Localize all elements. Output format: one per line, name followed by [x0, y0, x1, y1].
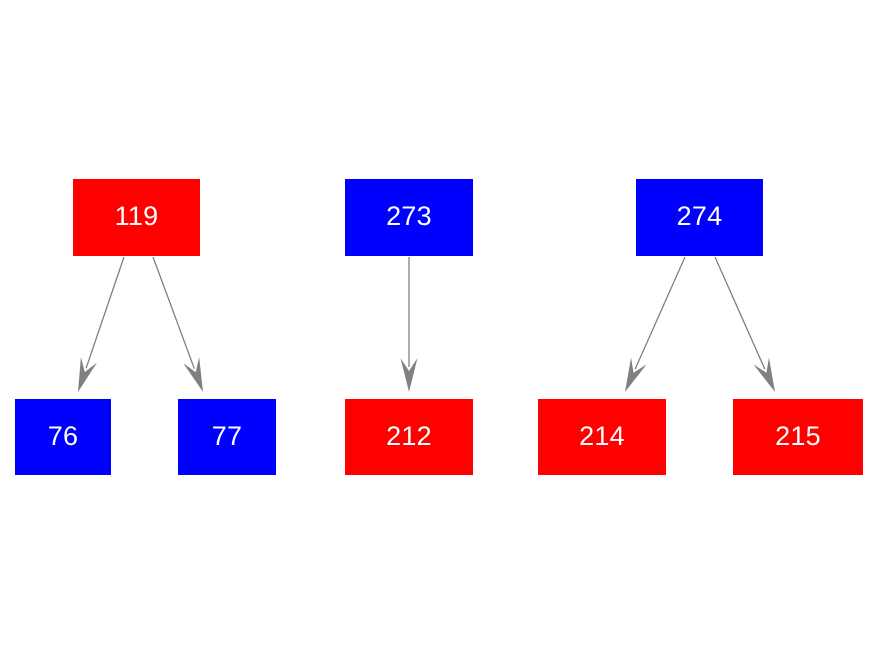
edge-line-e4 — [634, 256, 686, 370]
graph-node-215[interactable]: 215 — [733, 399, 863, 475]
graph-node-label: 77 — [211, 420, 243, 451]
graph-node-label: 274 — [676, 201, 723, 231]
graph-edge — [625, 256, 686, 392]
graph-node-214[interactable]: 214 — [538, 399, 666, 475]
graph-node-274[interactable]: 274 — [636, 179, 763, 256]
edge-arrowhead-e4 — [625, 357, 647, 392]
graph-edge — [152, 256, 203, 392]
edge-arrowhead-e5 — [753, 357, 775, 392]
graph-node-label: 273 — [386, 201, 432, 231]
graph-node-77[interactable]: 77 — [178, 399, 276, 475]
graph-node-label: 214 — [579, 420, 625, 451]
graph-node-label: 215 — [775, 420, 821, 451]
graph-edge — [400, 257, 418, 392]
graph-node-119[interactable]: 119 — [73, 179, 200, 256]
edge-arrowhead-e2 — [183, 357, 203, 392]
edge-arrowhead-e3 — [400, 358, 418, 392]
graph-node-label: 212 — [386, 420, 432, 451]
graph-node-273[interactable]: 273 — [345, 179, 473, 256]
edge-line-e2 — [152, 256, 195, 369]
graph-edge — [78, 256, 125, 392]
graph-node-212[interactable]: 212 — [345, 399, 473, 475]
edge-line-e1 — [85, 256, 125, 369]
graph-edge — [714, 256, 775, 392]
graph-node-label: 76 — [47, 420, 79, 451]
graph-node-76[interactable]: 76 — [15, 399, 111, 475]
edge-line-e5 — [714, 256, 766, 370]
graph-node-label: 119 — [114, 201, 159, 231]
edge-arrowhead-e1 — [78, 357, 98, 392]
